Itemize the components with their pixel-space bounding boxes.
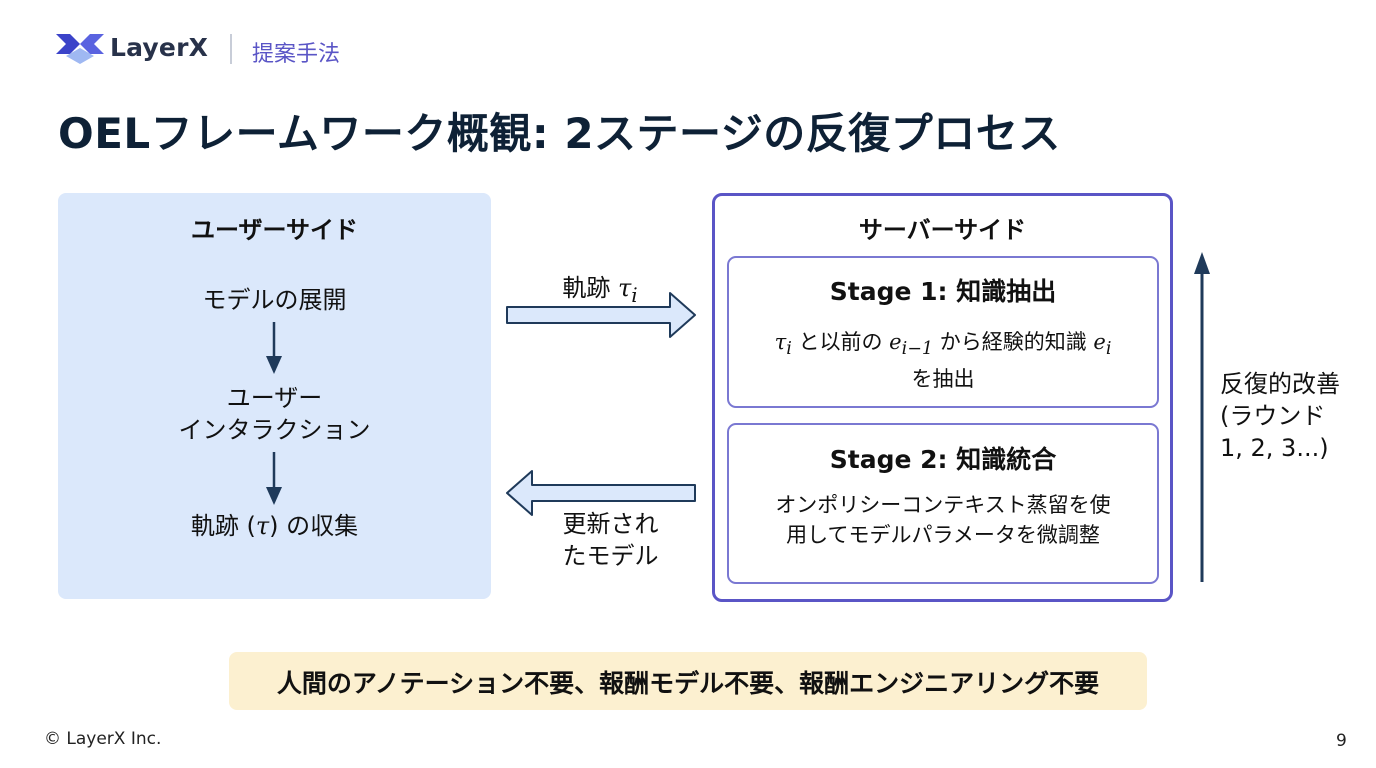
step3-prefix: 軌跡 (	[190, 512, 256, 540]
stage2-box	[727, 423, 1159, 584]
down-arrow-1-icon	[266, 322, 282, 374]
stage1-title: Stage 1: 知識抽出	[829, 277, 1057, 306]
e-cur-symbol: e	[1093, 330, 1106, 354]
stage1-line2: を抽出	[911, 367, 975, 392]
user-side-title: ユーザーサイド	[190, 216, 359, 244]
section-label: 提案手法	[252, 42, 341, 67]
iteration-line2: (ラウンド	[1220, 402, 1326, 430]
down-arrow-2-icon	[266, 452, 282, 505]
tau-subscript: i	[786, 339, 792, 360]
updated-model-line1: 更新され	[562, 510, 659, 538]
stage2-description: オンポリシーコンテキスト蒸留を使 用してモデルパラメータを微調整	[737, 490, 1149, 550]
trajectory-arrow-label: 軌跡 τi	[530, 268, 670, 307]
stage1-text-2: から経験的知識	[933, 330, 1094, 354]
step-user-interaction: ユーザー インタラクション	[58, 382, 491, 446]
page-title: OELフレームワーク概観: 2ステージの反復プロセス	[58, 109, 1061, 158]
footer-copyright: © LayerX Inc.	[44, 729, 162, 749]
stage2-line2: 用してモデルパラメータを微調整	[786, 523, 1100, 547]
header-divider	[230, 34, 232, 64]
stage1-description: τi と以前の ei−1 から経験的知識 ei を抽出	[737, 327, 1149, 394]
logo-text: LayerX	[110, 33, 209, 62]
e-cur-subscript: i	[1105, 339, 1112, 360]
step-model-deploy: モデルの展開	[202, 286, 347, 314]
iteration-line1: 反復的改善	[1220, 370, 1340, 398]
stage1-text-1: と以前の	[791, 330, 890, 354]
tau-symbol: τ	[617, 274, 632, 302]
trajectory-right-arrow-icon	[506, 292, 696, 338]
trajectory-label-text: 軌跡	[562, 274, 611, 302]
e-prev-symbol: e	[889, 330, 902, 354]
e-prev-subscript: i−1	[901, 339, 934, 360]
stage1-box	[727, 256, 1159, 408]
stage2-title: Stage 2: 知識統合	[829, 445, 1057, 474]
server-side-title: サーバーサイド	[858, 216, 1027, 244]
tau-symbol: τ	[774, 330, 787, 354]
layerx-logo-icon	[56, 34, 104, 64]
key-point-banner	[229, 652, 1147, 710]
updated-model-label: 更新され たモデル	[528, 508, 693, 572]
step-user-interaction-line2: インタラクション	[178, 416, 371, 444]
stage2-line1: オンポリシーコンテキスト蒸留を使	[775, 493, 1111, 517]
key-point-banner-text: 人間のアノテーション不要、報酬モデル不要、報酬エンジニアリング不要	[276, 669, 1100, 698]
user-side-panel	[58, 193, 491, 599]
step3-suffix: ) の収集	[269, 512, 359, 540]
updated-model-line2: たモデル	[562, 542, 659, 570]
iteration-label: 反復的改善 (ラウンド 1, 2, 3...)	[1220, 368, 1370, 464]
iteration-line3: 1, 2, 3...)	[1220, 434, 1329, 462]
step-trajectory-collect: 軌跡 (τ) の収集	[58, 510, 491, 542]
tau-subscript: i	[631, 282, 638, 307]
updated-model-left-arrow-icon	[506, 470, 696, 516]
iteration-up-arrow-icon	[1194, 252, 1210, 582]
step-user-interaction-line1: ユーザー	[226, 384, 323, 412]
page-number: 9	[1336, 731, 1347, 751]
tau-symbol: τ	[255, 512, 270, 540]
